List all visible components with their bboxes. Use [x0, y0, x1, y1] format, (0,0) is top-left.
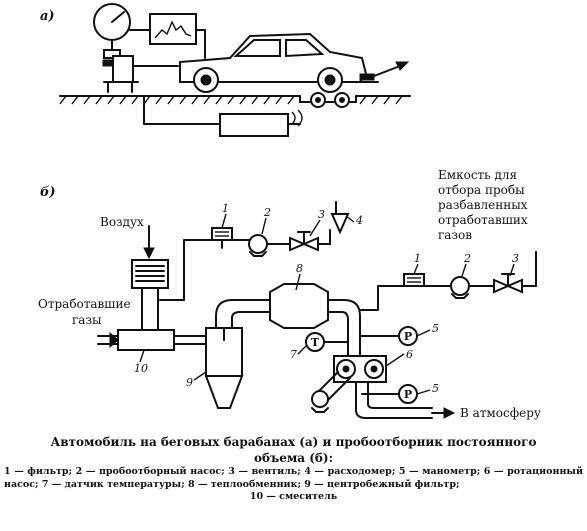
air-arrow-icon [143, 247, 155, 260]
pump-2-left-icon [248, 234, 268, 254]
container-label-line: отбора пробы [438, 183, 525, 197]
pressure-symbol-top: P [404, 330, 412, 343]
num-temp-sensor: 7 [290, 348, 297, 361]
motor-pulley-icon [311, 390, 329, 408]
panel-b-label: б) [40, 185, 56, 200]
filter-1-left [211, 227, 233, 241]
container-label-line: газов [438, 228, 472, 242]
recorder-screen [149, 13, 197, 45]
filter-1-right [403, 273, 425, 287]
atmosphere-label: В атмосферу [460, 406, 541, 420]
num-cyclone: 9 [186, 376, 193, 389]
analyzer-unit [112, 55, 134, 83]
panel-a-label: а) [40, 9, 55, 24]
dyno-unit [219, 113, 289, 137]
num-filter-right: 1 [414, 252, 421, 265]
exhaust-arrow-icon [395, 61, 410, 71]
pressure-symbol-bottom: P [404, 388, 412, 401]
pump-2-right-icon [450, 276, 470, 296]
valve-3-right-icon [493, 278, 511, 294]
container-label-line: Емкость для [438, 168, 517, 182]
num-manometer-bottom: 5 [432, 382, 439, 395]
heat-exchanger-8 [269, 283, 329, 329]
legend-last-line: 10 — смеситель [249, 491, 338, 502]
panel-a-setup [59, 3, 411, 137]
num-rotary-pump: 6 [406, 348, 413, 361]
num-mixer: 10 [134, 362, 148, 375]
air-label: Воздух [100, 215, 144, 229]
num-valve-right: 3 [512, 252, 519, 265]
container-label-line: отработавших [438, 213, 528, 227]
container-label-line: разбавленных [438, 198, 528, 212]
container-label: Емкость для отбора пробы разбавленных от… [438, 168, 528, 242]
exhaust-label-line1: Отработавшие [38, 297, 131, 311]
panel-b-scheme [97, 201, 537, 419]
air-filter [131, 259, 169, 289]
legend-text: 1 — фильтр; 2 — пробоотборный насос; 3 —… [4, 466, 583, 490]
temp-symbol: T [311, 336, 320, 349]
caption-title-line1: Автомобиль на беговых барабанах (а) и пр… [50, 435, 537, 449]
mixer-10 [117, 329, 175, 351]
num-pump-right: 2 [463, 252, 471, 265]
exhaust-label-line2: газы [72, 313, 102, 327]
num-valve-left: 3 [318, 208, 325, 221]
figure-caption: Автомобиль на беговых барабанах (а) и пр… [0, 434, 587, 466]
num-filter-left: 1 [222, 202, 229, 215]
num-pump-left: 2 [263, 206, 271, 219]
num-flowmeter: 4 [355, 214, 363, 227]
figure-legend: 1 — фильтр; 2 — пробоотборный насос; 3 —… [4, 466, 583, 504]
valve-3-left-icon [289, 236, 307, 252]
num-heat-exchanger: 8 [296, 262, 303, 275]
num-manometer-top: 5 [432, 322, 439, 335]
caption-title-line2: объема (б): [253, 451, 333, 465]
flowmeter-4-icon [330, 213, 350, 235]
atmosphere-arrow-icon [443, 407, 456, 419]
